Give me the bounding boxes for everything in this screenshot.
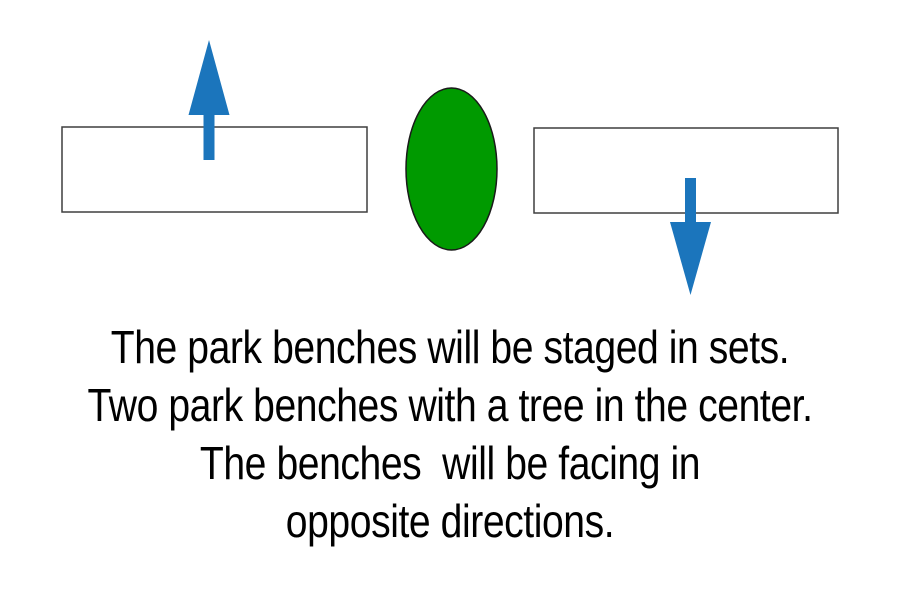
up-arrow-icon [188, 40, 230, 160]
caption: The park benches will be staged in sets.… [68, 318, 833, 550]
caption-line-4: opposite directions. [285, 495, 615, 547]
caption-line-2: Two park benches with a tree in the cent… [87, 379, 813, 431]
caption-line-1: The park benches will be staged in sets. [110, 321, 790, 373]
caption-line-3: The benches will be facing in [199, 437, 701, 489]
down-arrow-icon [670, 178, 711, 295]
tree-ellipse [405, 87, 498, 251]
